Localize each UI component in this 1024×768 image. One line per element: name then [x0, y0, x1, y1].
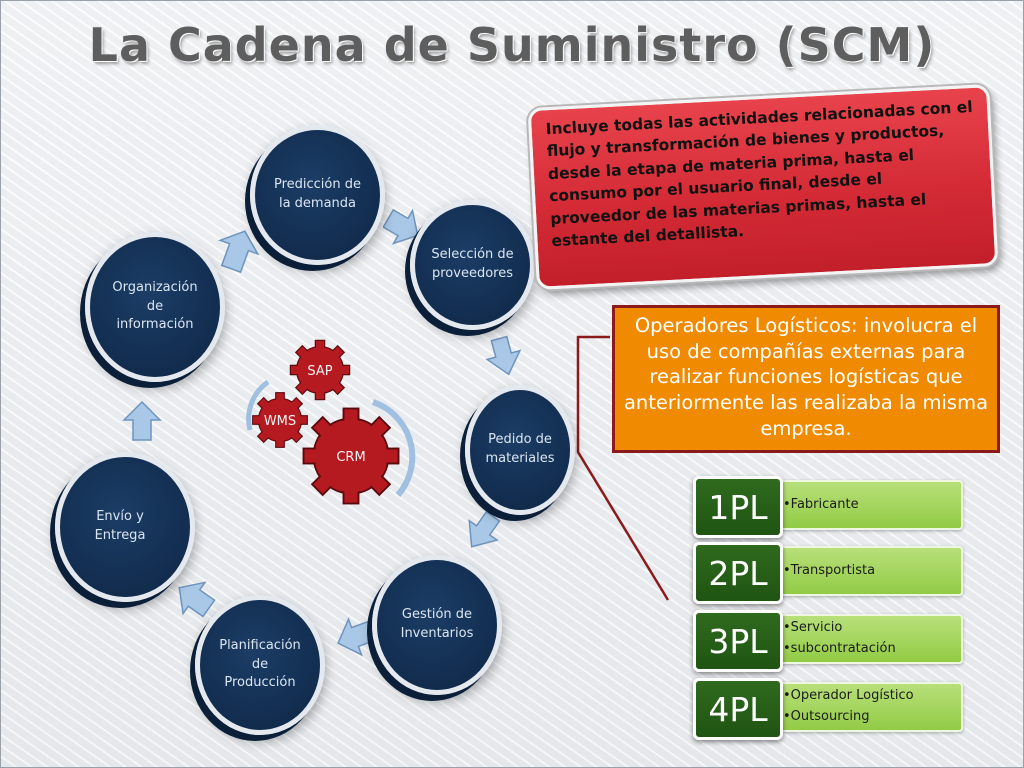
node-label-line: Organización: [112, 279, 198, 295]
node-label-line: de: [146, 298, 164, 314]
pl-items: •Fabricante: [773, 480, 963, 530]
arrow-sel-to-ped: [485, 335, 522, 376]
node-label-line: Gestión de: [401, 607, 473, 623]
node-gestion-inventarios: Gestión de Inventarios: [372, 555, 502, 695]
pl-item: •Outsourcing: [783, 709, 870, 724]
node-label-line: materiales: [485, 451, 555, 466]
arrow-envio-to-org: [122, 400, 162, 441]
definition-text: Incluye todas las actividades relacionad…: [545, 97, 973, 251]
node-label-line: Entrega: [94, 528, 146, 543]
pl-item: •Fabricante: [783, 496, 859, 512]
gear-crm-label: CRM: [336, 450, 365, 465]
pl-label: 3PL: [693, 610, 783, 672]
node-label-line: Envío y: [96, 509, 144, 525]
pl-items: •Transportista: [773, 546, 963, 596]
pl-item: •Transportista: [783, 562, 876, 578]
gear-wms-label: WMS: [264, 414, 296, 429]
pl-items: •Servicio •subcontratación: [773, 614, 963, 664]
node-label-line: la demanda: [278, 196, 357, 211]
node-seleccion-proveedores: Selección de proveedores: [410, 200, 535, 330]
operators-box: Operadores Logísticos: involucra el uso …: [612, 305, 1000, 453]
node-organizacion-informacion: Organización de información: [85, 232, 225, 382]
node-planificacion-produccion: Planificación de Producción: [195, 595, 325, 735]
node-label-line: proveedores: [432, 266, 513, 281]
arrow-org-to-pred: [218, 230, 260, 274]
node-label-line: de: [251, 656, 269, 672]
pl-item: •Servicio: [783, 620, 843, 636]
node-prediccion-demanda: Predicción de la demanda: [250, 125, 385, 265]
pl-item: •subcontratación: [783, 641, 896, 656]
slide-title: La Cadena de Suministro (SCM): [88, 18, 936, 72]
arrow-gest-to-plan: [337, 617, 377, 657]
node-label-line: Producción: [224, 675, 296, 691]
pl-label: 1PL: [693, 476, 783, 538]
arrow-pred-to-sel: [383, 208, 419, 245]
pl-items: •Operador Logístico •Outsourcing: [773, 682, 963, 732]
definition-box: Incluye todas las actividades relacionad…: [527, 84, 999, 290]
node-pedido-materiales: Pedido de materiales: [465, 385, 575, 515]
node-label-line: Planificación: [219, 637, 301, 653]
operators-text: Operadores Logísticos: involucra el uso …: [623, 314, 989, 440]
node-label-line: Inventarios: [400, 626, 474, 641]
gears-group: SAP WMS CRM: [246, 339, 416, 505]
gear-sap-label: SAP: [307, 364, 332, 379]
node-label-line: información: [116, 317, 194, 333]
gear-arc-left: [246, 379, 270, 431]
node-envio-entrega: Envío y Entrega: [55, 452, 195, 602]
node-label-line: Predicción de: [273, 177, 361, 193]
gear-arc-right: [371, 399, 416, 497]
pl-label: 4PL: [693, 678, 783, 740]
arrow-ped-to-gest: [468, 510, 501, 548]
node-label-line: Pedido de: [488, 432, 552, 448]
node-label-line: Selección de: [431, 247, 514, 263]
arrow-plan-to-envio: [178, 581, 216, 618]
pl-label: 2PL: [693, 542, 783, 604]
pl-item: •Operador Logístico: [783, 688, 914, 704]
